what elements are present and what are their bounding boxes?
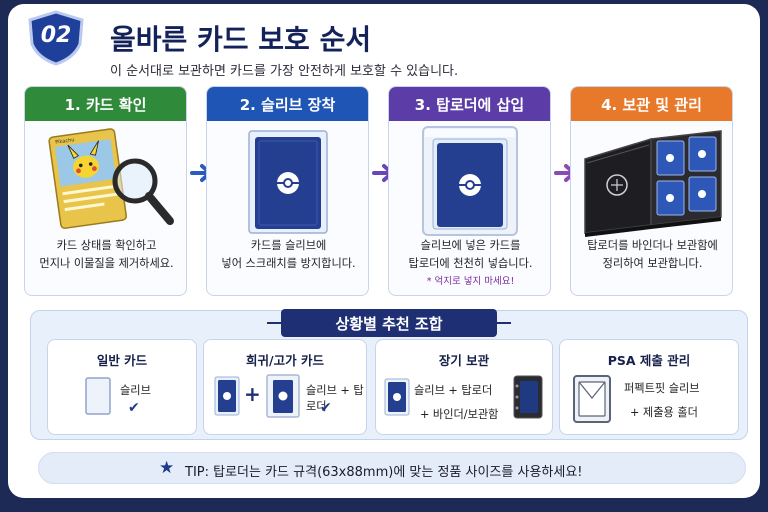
warning-note: * 억지로 넣지 마세요!	[426, 276, 515, 287]
step-storage: 4. 보관 및 관리 탑로더를 바인더나 보관함에 정리하여	[570, 86, 733, 296]
combo-card-psa: PSA 제출 관리 퍼펙트핏 슬리브 + 제출용 홀더	[559, 339, 739, 435]
badge-number: 02	[40, 23, 72, 48]
bottom-border	[0, 498, 768, 512]
toploader-icon	[422, 126, 518, 236]
section-title: 상황별 추천 조합	[281, 309, 497, 337]
step-number-badge: 02	[26, 10, 86, 66]
tip-banner: ★ TIP: 탑로더는 카드 규격(63x88mm)에 맞는 정품 사이즈를 사…	[38, 452, 746, 484]
combo-line: + 바인더/보관함	[420, 408, 499, 421]
card-inspection-icon: Pikachu	[48, 128, 174, 229]
combo-title: PSA 제출 관리	[607, 353, 691, 368]
tip-text: TIP: 탑로더는 카드 규격(63x88mm)에 맞는 정품 사이즈를 사용하…	[185, 465, 583, 480]
step-card-check: 1. 카드 확인 Pikachu 카드 상태를 확인하고	[24, 86, 187, 296]
sleeved-card-icon	[248, 130, 328, 234]
combo-label: 슬리브 + 탑로더	[306, 384, 364, 413]
step-title: 3. 탑로더에 삽입	[389, 87, 550, 121]
combo-title: 장기 보관	[438, 353, 490, 368]
step-description: 탑로더를 바인더나 보관함에 정리하여 보관합니다.	[587, 239, 718, 270]
step-title: 1. 카드 확인	[25, 87, 186, 121]
combo-line: + 제출용 홀더	[630, 406, 698, 419]
binder-icon	[513, 375, 543, 419]
combo-label: 슬리브	[120, 384, 151, 397]
shield-icon	[28, 10, 84, 66]
combo-line: 퍼펙트핏 슬리브	[624, 382, 700, 395]
page-subtitle: 이 순서대로 보관하면 카드를 가장 안전하게 보호할 수 있습니다.	[110, 64, 459, 79]
combo-line: 슬리브 + 탑로더	[414, 384, 493, 397]
toploader-icon	[266, 374, 300, 418]
infographic-panel: 02 올바른 카드 보호 순서 이 순서대로 보관하면 카드를 가장 안전하게 …	[8, 4, 760, 498]
plus-icon: +	[244, 382, 261, 406]
binder-icon	[584, 130, 722, 237]
submission-holder-icon	[573, 375, 611, 423]
step-title: 2. 슬리브 장착	[207, 87, 368, 121]
combo-card-long-term: 장기 보관 슬리브 + 탑로더 + 바인더/보관함	[375, 339, 553, 435]
page-title: 올바른 카드 보호 순서	[110, 23, 372, 56]
check-icon: ✔	[128, 400, 140, 416]
card-name: Pikachu	[55, 137, 75, 146]
step-toploader: 3. 탑로더에 삽입 슬리브에 넣은 카드를 탑로더에 천천히 넣습니다. * …	[388, 86, 551, 296]
step-description: 카드를 슬리브에 넣어 스크래치를 방지합니다.	[221, 239, 356, 270]
step-sleeve: 2. 슬리브 장착 카드를 슬리브에 넣어 스크래치를 방지합니다.	[206, 86, 369, 296]
sleeve-icon	[85, 377, 111, 415]
combo-card-normal: 일반 카드 슬리브 ✔	[47, 339, 197, 435]
step-description: 카드 상태를 확인하고 먼지나 이물질을 제거하세요.	[39, 239, 174, 270]
title-divider	[267, 322, 281, 324]
combo-title: 일반 카드	[96, 353, 148, 368]
sleeved-card-icon	[384, 378, 410, 416]
step-title: 4. 보관 및 관리	[571, 87, 732, 121]
sleeved-card-icon	[214, 376, 240, 416]
star-icon: ★	[159, 458, 175, 478]
check-icon: ✔	[320, 400, 332, 416]
combo-title: 희귀/고가 카드	[246, 353, 324, 368]
combo-card-rare: 희귀/고가 카드 + 슬리브 + 탑로더 ✔	[203, 339, 367, 435]
step-description: 슬리브에 넣은 카드를 탑로더에 천천히 넣습니다.	[408, 239, 533, 270]
title-divider	[497, 322, 511, 324]
recommendation-section: 상황별 추천 조합 일반 카드 슬리브 ✔ 희귀/고가 카드 +	[30, 309, 748, 440]
